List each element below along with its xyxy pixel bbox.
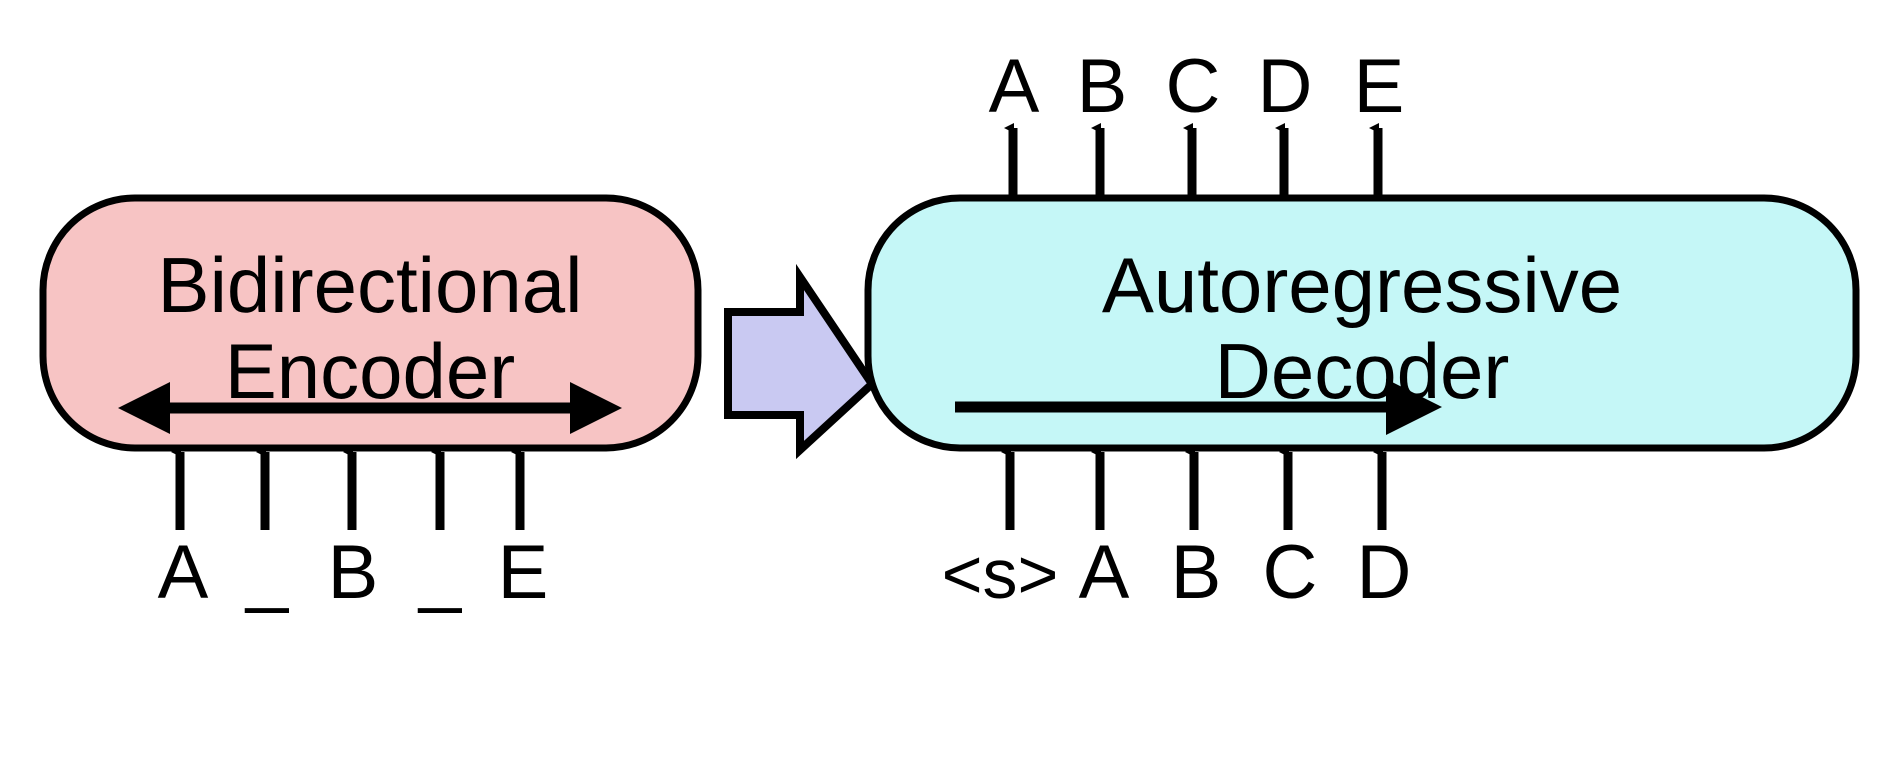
decoder-input-token-4: D	[1357, 530, 1412, 615]
encoder-input-token-0: A	[158, 530, 209, 615]
decoder-title-line2: Decoder	[1215, 327, 1510, 415]
decoder-box[interactable]	[864, 194, 1860, 452]
decoder-group: Autoregressive Decoder	[864, 194, 1860, 452]
encoder-group: Bidirectional Encoder	[39, 194, 702, 452]
decoder-input-arrows	[1001, 447, 1387, 530]
encoder-to-decoder-bridge	[724, 263, 878, 460]
decoder-input-token-3: C	[1263, 530, 1318, 615]
decoder-input-token-0: <s>	[942, 535, 1059, 613]
decoder-output-token-4: E	[1354, 44, 1405, 129]
decoder-output-token-3: D	[1258, 44, 1313, 129]
decoder-output-arrows	[1004, 123, 1383, 198]
block-arrow-right-icon	[724, 263, 878, 460]
decoder-output-token-2: C	[1166, 44, 1221, 129]
encoder-input-labels: A _ B _ E	[158, 530, 549, 615]
encoder-input-arrows	[171, 447, 525, 530]
encoder-input-token-4: E	[498, 530, 549, 615]
encoder-title-line1: Bidirectional	[158, 241, 583, 329]
decoder-input-labels: <s> A B C D	[942, 530, 1412, 615]
encoder-input-token-3: _	[417, 530, 463, 615]
rightward-arrow-icon	[955, 379, 1442, 435]
decoder-title-line1: Autoregressive	[1102, 241, 1622, 329]
encoder-input-token-1: _	[244, 530, 290, 615]
decoder-output-labels: A B C D E	[989, 44, 1405, 129]
decoder-input-token-1: A	[1079, 530, 1130, 615]
decoder-output-token-0: A	[989, 44, 1040, 129]
encoder-input-token-2: B	[328, 530, 379, 615]
bidirectional-arrow-icon	[118, 382, 622, 434]
decoder-output-token-1: B	[1077, 44, 1128, 129]
encoder-title-line2: Encoder	[225, 327, 516, 415]
encoder-box[interactable]	[39, 194, 702, 452]
decoder-input-token-2: B	[1171, 530, 1222, 615]
